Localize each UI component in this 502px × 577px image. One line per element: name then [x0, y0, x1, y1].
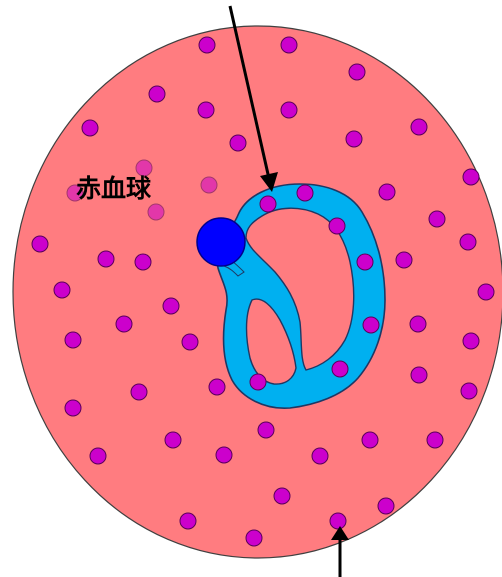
granule	[260, 196, 276, 212]
granule	[131, 384, 147, 400]
granule	[379, 184, 395, 200]
granule	[362, 432, 378, 448]
organelle	[217, 184, 385, 408]
granule	[209, 379, 225, 395]
granule	[230, 135, 246, 151]
granule	[90, 448, 106, 464]
granule	[135, 254, 151, 270]
granule	[363, 317, 379, 333]
granule	[54, 282, 70, 298]
granule	[329, 218, 345, 234]
granule	[461, 383, 477, 399]
faint-granule	[201, 177, 217, 193]
granule	[460, 234, 476, 250]
granule	[149, 86, 165, 102]
granule	[216, 447, 232, 463]
granule	[346, 131, 362, 147]
granule	[411, 119, 427, 135]
nucleus	[197, 218, 245, 266]
granule	[98, 251, 114, 267]
granule	[65, 400, 81, 416]
granule	[312, 448, 328, 464]
granule	[250, 374, 266, 390]
granule	[246, 530, 262, 546]
granule	[274, 488, 290, 504]
granule	[378, 498, 394, 514]
granule	[165, 432, 181, 448]
granule	[258, 422, 274, 438]
granule	[463, 169, 479, 185]
granule	[180, 513, 196, 529]
granule	[65, 332, 81, 348]
granule	[410, 316, 426, 332]
red-blood-cell-label: 赤血球	[76, 174, 152, 203]
faint-granule	[148, 204, 164, 220]
granule	[32, 236, 48, 252]
granule	[349, 64, 365, 80]
granule	[357, 254, 373, 270]
granule	[478, 284, 494, 300]
granule	[199, 37, 215, 53]
granule	[396, 252, 412, 268]
granule	[281, 102, 297, 118]
granule	[116, 316, 132, 332]
granule	[427, 432, 443, 448]
granule	[82, 120, 98, 136]
granule	[463, 333, 479, 349]
granule	[332, 361, 348, 377]
granule	[330, 513, 346, 529]
granule	[281, 37, 297, 53]
granule	[163, 298, 179, 314]
granule	[182, 334, 198, 350]
granule	[198, 102, 214, 118]
granule	[297, 185, 313, 201]
granule	[429, 211, 445, 227]
granule	[411, 367, 427, 383]
